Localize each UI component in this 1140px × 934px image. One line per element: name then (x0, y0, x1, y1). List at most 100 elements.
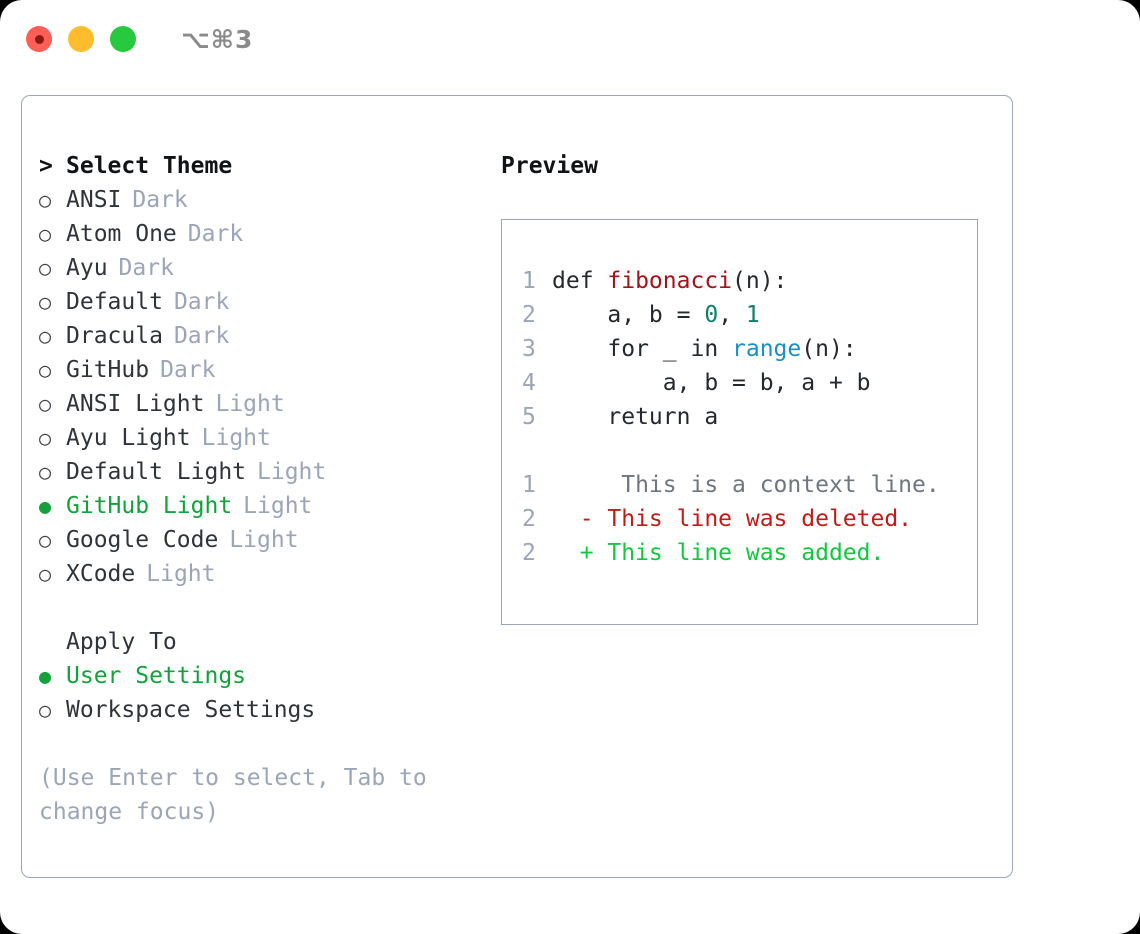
diff-sample: 1 This is a context line.2 - This line w… (522, 468, 977, 570)
theme-list-item-label: Ayu (66, 255, 108, 281)
theme-list-item[interactable]: ● GitHub Light Light (39, 489, 489, 523)
code-token: return a (552, 404, 719, 430)
diff-line: 1 This is a context line. (522, 468, 977, 502)
select-theme-heading-label: Select Theme (66, 153, 233, 179)
theme-list-item-tag: Dark (132, 187, 188, 213)
apply-to-item-label: User Settings (66, 663, 247, 689)
minimize-button[interactable] (68, 26, 94, 52)
diff-sign (552, 468, 594, 502)
keyboard-hint-text: (Use Enter to select, Tab to change focu… (39, 765, 441, 825)
radio-selected-icon: ● (39, 494, 52, 518)
apply-to-item-label: Workspace Settings (66, 697, 316, 723)
line-number: 4 (522, 370, 536, 396)
code-diff-spacer (522, 434, 977, 468)
traffic-light-group (26, 26, 136, 52)
theme-list-item-label: Default Light (66, 459, 247, 485)
code-line: 5 return a (522, 400, 977, 434)
code-line: 4 a, b = b, a + b (522, 366, 977, 400)
theme-list-item[interactable]: ○ Google Code Light (39, 523, 489, 557)
line-number: 2 (522, 302, 536, 328)
section-spacer (39, 591, 489, 625)
radio-unselected-icon: ○ (39, 222, 52, 246)
theme-list-item[interactable]: ○ Default Dark (39, 285, 489, 319)
theme-list-item-label: Ayu Light (66, 425, 191, 451)
code-token: 1 (745, 302, 760, 328)
apply-to-heading-label: Apply To (66, 629, 177, 655)
apply-to-heading: Apply To (39, 625, 489, 659)
radio-unselected-icon: ○ (39, 562, 52, 586)
title-bar: ⌥⌘3 (0, 0, 1140, 78)
line-number: 2 (522, 540, 536, 566)
code-token: a, b = b, a + b (552, 370, 871, 396)
radio-unselected-icon: ○ (39, 698, 52, 722)
line-number: 5 (522, 404, 536, 430)
code-line-text: return a (552, 400, 718, 434)
code-token: a, b = (552, 302, 705, 328)
code-token: def (552, 268, 608, 294)
theme-list-item-label: Google Code (66, 527, 219, 553)
theme-list-item-tag: Dark (173, 289, 230, 315)
theme-list-item-tag: Light (243, 493, 313, 519)
radio-unselected-icon: ○ (39, 290, 52, 314)
theme-list-item-label: GitHub Light (66, 493, 233, 519)
code-token: 0 (704, 302, 719, 328)
code-token: fibonacci (607, 268, 733, 294)
radio-unselected-icon: ○ (39, 188, 52, 212)
radio-unselected-icon: ○ (39, 256, 52, 280)
code-line: 2 a, b = 0, 1 (522, 298, 977, 332)
apply-to-item[interactable]: ○ Workspace Settings (39, 693, 489, 727)
code-token: for _ in (552, 336, 733, 362)
apply-to-heading-marker (39, 625, 66, 659)
radio-unselected-icon: ○ (39, 460, 52, 484)
select-theme-heading: > Select Theme (39, 149, 489, 183)
code-line-text: for _ in range(n): (552, 332, 857, 366)
theme-list-item-tag: Light (229, 527, 299, 553)
maximize-button[interactable] (110, 26, 136, 52)
diff-line: 2 - This line was deleted. (522, 502, 977, 536)
code-line-text: def fibonacci(n): (552, 264, 787, 298)
diff-line-text: This line was added. (593, 540, 885, 566)
apply-to-list: ●User Settings ○ Workspace Settings (39, 659, 489, 727)
theme-list-item-tag: Light (215, 391, 285, 417)
line-number: 1 (522, 472, 536, 498)
line-number: 2 (522, 506, 536, 532)
line-number: 3 (522, 336, 536, 362)
radio-unselected-icon: ○ (39, 528, 52, 552)
apply-to-item[interactable]: ●User Settings (39, 659, 489, 693)
diff-sign: - (552, 506, 594, 532)
diff-sign: + (552, 540, 594, 566)
radio-unselected-icon: ○ (39, 426, 52, 450)
code-token: (n): (801, 336, 857, 362)
caret-icon: > (39, 153, 53, 179)
theme-list-item[interactable]: ○ Default Light Light (39, 455, 489, 489)
theme-list-item-tag: Dark (173, 323, 230, 349)
keyboard-shortcut-label: ⌥⌘3 (181, 24, 254, 54)
theme-list-item-label: XCode (66, 561, 136, 587)
code-line: 3 for _ in range(n): (522, 332, 977, 366)
close-button[interactable] (26, 26, 52, 52)
theme-list-item-tag: Light (201, 425, 271, 451)
theme-list-item-tag: Light (257, 459, 327, 485)
diff-line-text: This line was deleted. (593, 506, 913, 532)
radio-unselected-icon: ○ (39, 324, 52, 348)
theme-list-item-label: Atom One (66, 221, 177, 247)
theme-list-item-label: Default (66, 289, 163, 315)
preview-heading: Preview (501, 153, 598, 179)
radio-unselected-icon: ○ (39, 392, 52, 416)
theme-list-item[interactable]: ○ Ayu Light Light (39, 421, 489, 455)
